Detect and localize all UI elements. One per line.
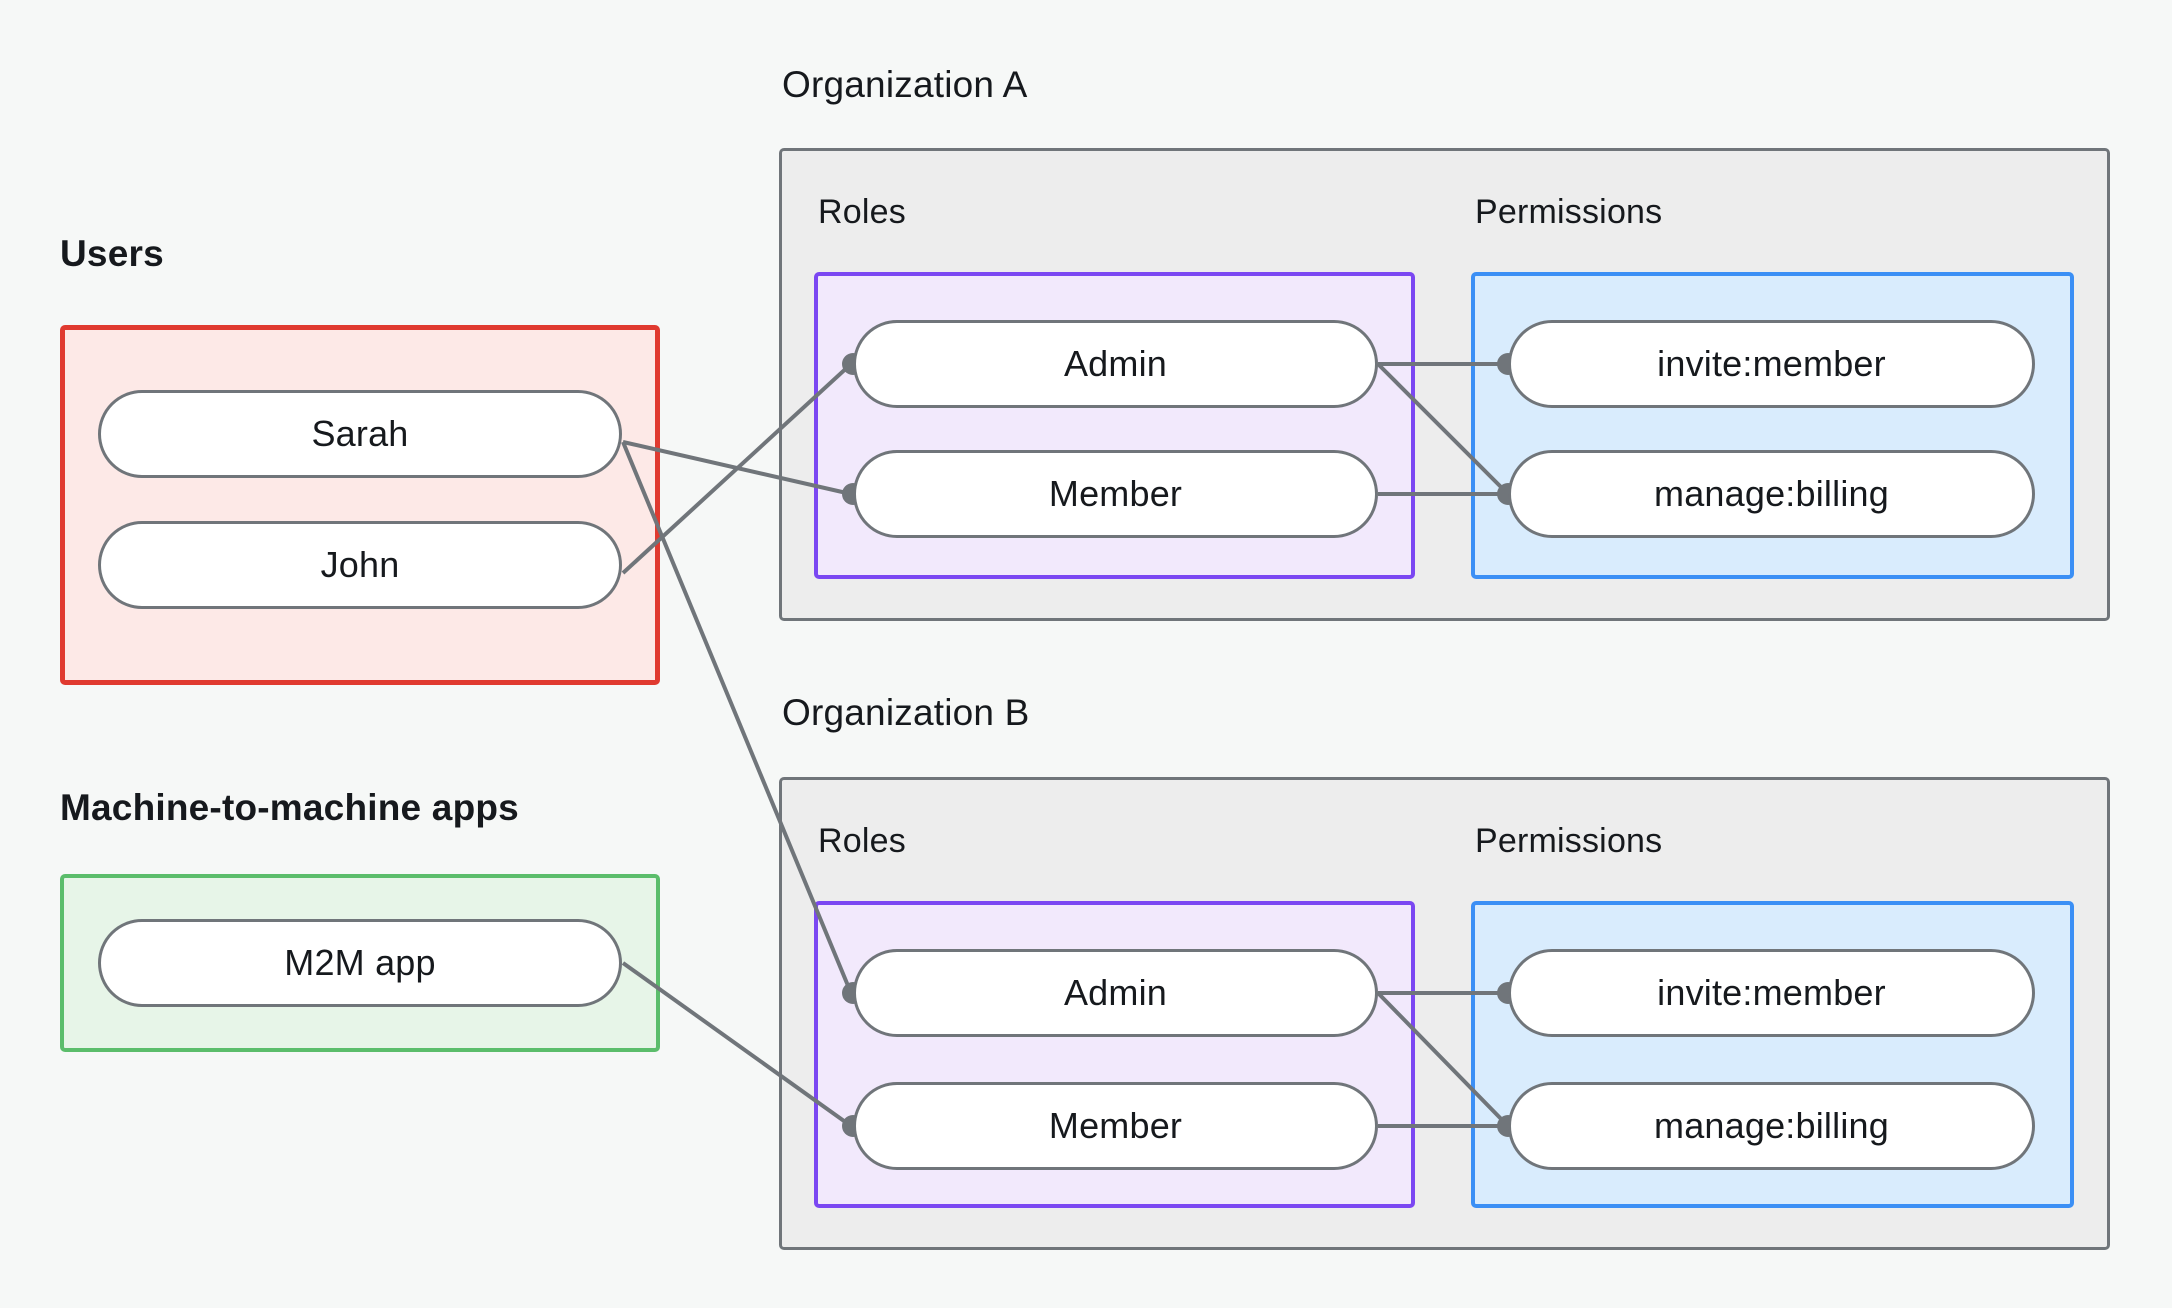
organization-b-title: Organization B xyxy=(782,692,1030,733)
organization-b-roles-label: Roles xyxy=(818,822,906,860)
organization-a-role-admin[interactable]: Admin xyxy=(853,320,1378,408)
organization-a-role-member[interactable]: Member xyxy=(853,450,1378,538)
m2m-node-app[interactable]: M2M app xyxy=(98,919,622,1007)
user-node-sarah[interactable]: Sarah xyxy=(98,390,622,478)
organization-b-role-admin[interactable]: Admin xyxy=(853,949,1378,1037)
organization-b-permissions-label: Permissions xyxy=(1475,822,1663,860)
organization-b-role-member[interactable]: Member xyxy=(853,1082,1378,1170)
users-group-box xyxy=(60,325,660,685)
organization-a-permissions-label: Permissions xyxy=(1475,193,1663,231)
m2m-group-title: Machine-to-machine apps xyxy=(60,787,519,828)
organization-b-permission-invite-member[interactable]: invite:member xyxy=(1508,949,2035,1037)
user-node-john[interactable]: John xyxy=(98,521,622,609)
organization-b-permission-manage-billing[interactable]: manage:billing xyxy=(1508,1082,2035,1170)
users-group-title: Users xyxy=(60,233,164,274)
organization-a-permission-invite-member[interactable]: invite:member xyxy=(1508,320,2035,408)
organization-a-permission-manage-billing[interactable]: manage:billing xyxy=(1508,450,2035,538)
organization-a-roles-label: Roles xyxy=(818,193,906,231)
organization-a-title: Organization A xyxy=(782,64,1028,105)
